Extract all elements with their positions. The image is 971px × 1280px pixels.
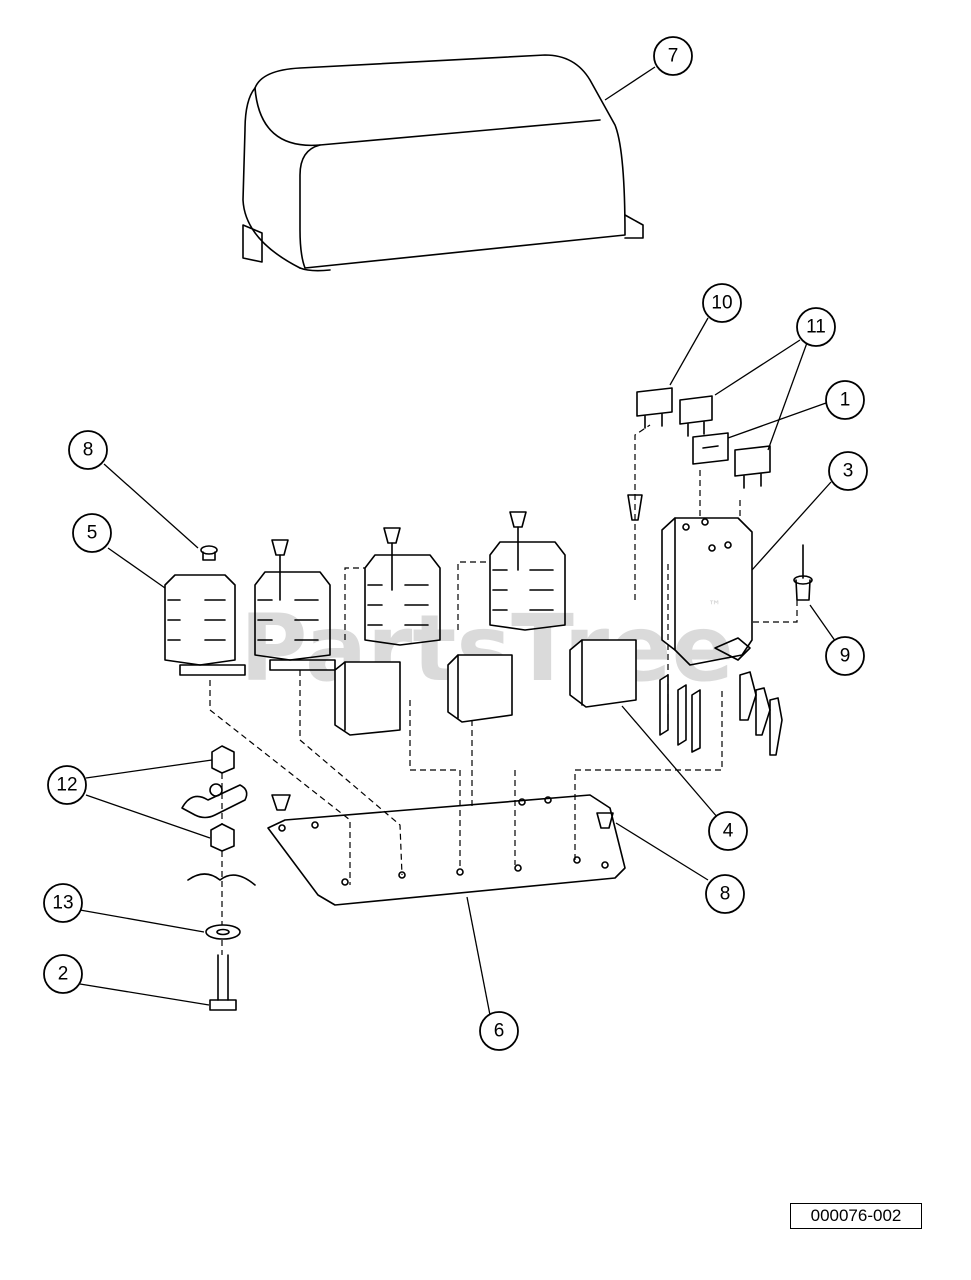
figure-id-label: 000076-002 xyxy=(790,1203,922,1229)
callout-8-upper: 8 xyxy=(68,430,108,470)
callout-9: 9 xyxy=(825,636,865,676)
fuse-terminals-right xyxy=(739,671,783,756)
push-rivet-1 xyxy=(200,545,218,561)
svg-text:2: 2 xyxy=(58,964,69,985)
svg-text:3: 3 xyxy=(843,461,854,482)
hex-nut-top xyxy=(211,745,235,774)
fuse-10 xyxy=(636,387,673,429)
svg-text:1: 1 xyxy=(840,390,851,411)
svg-text:8: 8 xyxy=(83,440,94,461)
svg-text:13: 13 xyxy=(52,893,73,914)
hex-nut-bottom xyxy=(210,823,235,852)
callout-5: 5 xyxy=(72,513,112,553)
svg-text:8: 8 xyxy=(720,884,731,905)
rivet-9 xyxy=(752,544,813,623)
callout-7: 7 xyxy=(653,36,693,76)
relay-socket-4 xyxy=(489,541,566,631)
callout-13: 13 xyxy=(43,883,83,923)
fuse-11b xyxy=(734,445,771,489)
stud-2 xyxy=(209,954,237,1011)
svg-text:7: 7 xyxy=(668,46,679,67)
relay-socket-3 xyxy=(364,554,441,646)
callout-8-lower: 8 xyxy=(705,874,745,914)
relay-3 xyxy=(569,639,637,708)
wire-bundle xyxy=(187,873,256,886)
fuse-block xyxy=(661,517,753,666)
push-rivet-3 xyxy=(383,527,401,591)
fuse-terminals-left xyxy=(659,674,701,753)
callout-3: 3 xyxy=(828,451,868,491)
part-cover xyxy=(242,54,644,272)
plate-rivet-right xyxy=(596,812,614,829)
washer-13 xyxy=(205,924,241,940)
svg-text:6: 6 xyxy=(494,1021,505,1042)
watermark-trademark: ™ xyxy=(708,599,721,614)
fuse-11a xyxy=(679,395,713,437)
callout-1: 1 xyxy=(825,380,865,420)
svg-text:12: 12 xyxy=(56,775,77,796)
fuse-block-rivet xyxy=(627,494,643,521)
relay-1 xyxy=(334,661,401,736)
relay-socket-1 xyxy=(164,574,246,676)
svg-text:11: 11 xyxy=(806,317,826,338)
svg-text:5: 5 xyxy=(87,523,98,544)
svg-text:9: 9 xyxy=(840,646,851,667)
svg-text:4: 4 xyxy=(723,821,734,842)
callout-10: 10 xyxy=(702,283,742,323)
ring-terminals xyxy=(181,783,248,819)
callout-6: 6 xyxy=(479,1011,519,1051)
callout-11: 11 xyxy=(796,307,836,347)
push-rivet-4 xyxy=(509,511,527,571)
plate-rivet-left xyxy=(271,794,291,811)
callout-12: 12 xyxy=(47,765,87,805)
relay-2 xyxy=(447,654,513,723)
callout-4: 4 xyxy=(708,811,748,851)
push-rivet-2 xyxy=(271,539,289,601)
mounting-plate xyxy=(267,794,626,906)
callout-2: 2 xyxy=(43,954,83,994)
svg-text:10: 10 xyxy=(711,293,732,314)
fuse-1 xyxy=(692,432,729,465)
